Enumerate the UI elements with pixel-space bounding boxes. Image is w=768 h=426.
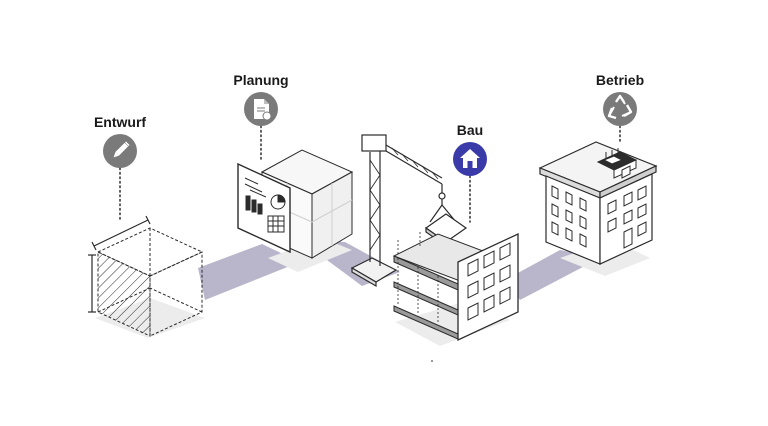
phase-label-bau: Bau — [456, 122, 484, 138]
betrieb-windows — [551, 185, 647, 249]
planung-cube — [237, 149, 354, 259]
phase-icon-betrieb — [603, 92, 637, 126]
marker-dot — [431, 360, 433, 362]
bau-building — [392, 232, 519, 342]
entwurf-top-face — [96, 227, 204, 277]
phase-label-betrieb: Betrieb — [595, 72, 645, 88]
process-path — [198, 240, 600, 300]
rooftop-unit — [596, 148, 638, 179]
house-icon — [460, 149, 480, 168]
entwurf-front-face — [97, 251, 151, 337]
phase-label-planung: Planung — [233, 72, 289, 88]
plan-panel-content — [244, 177, 286, 233]
recycle-icon — [607, 94, 633, 120]
phase-icon-entwurf — [103, 134, 137, 168]
document-icon — [254, 99, 272, 121]
entwurf-cube — [88, 215, 204, 337]
phase-label-entwurf: Entwurf — [93, 114, 147, 130]
dimension-line-width — [93, 219, 149, 247]
phase-icon-bau — [453, 142, 487, 176]
crane-cab — [361, 134, 387, 152]
phase-icon-planung — [244, 92, 278, 126]
betrieb-building — [538, 141, 658, 265]
bau-windows — [467, 242, 511, 321]
leader-lines — [119, 125, 621, 223]
